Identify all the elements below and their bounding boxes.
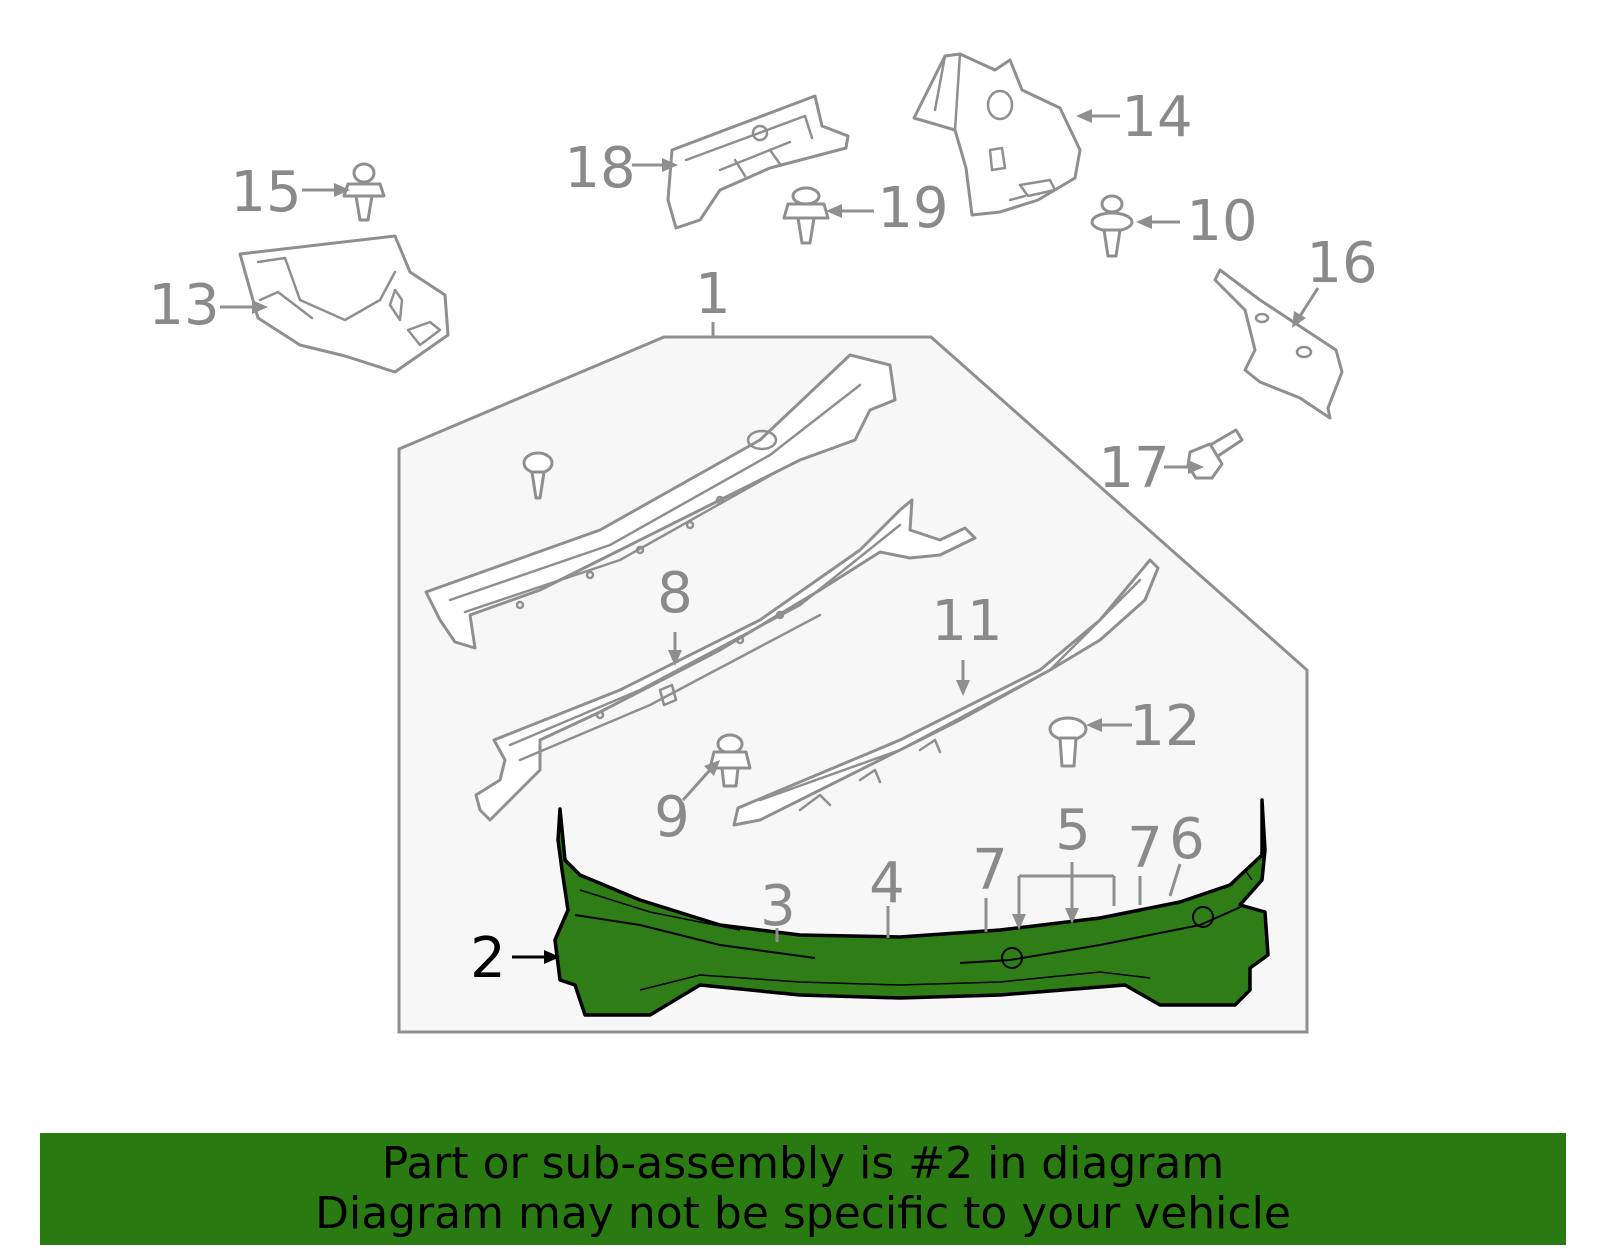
callout-3: 3: [760, 874, 796, 939]
callout-5: 5: [1055, 798, 1091, 863]
callout-7a: 7: [972, 838, 1008, 903]
part-12-clip: [1048, 716, 1088, 768]
callout-14: 14: [1121, 85, 1192, 150]
part-18-bracket: [666, 94, 850, 230]
callout-8: 8: [657, 561, 693, 626]
banner-line-disclaimer: Diagram may not be specific to your vehi…: [315, 1188, 1291, 1239]
callout-6: 6: [1169, 807, 1205, 872]
part-16-bracket: [1213, 268, 1344, 420]
part-14-bracket: [912, 52, 1082, 217]
part-17-bolt: [1186, 428, 1244, 480]
info-banner: Part or sub-assembly is #2 in diagram Di…: [40, 1133, 1566, 1245]
part-10-bolt: [1090, 194, 1134, 258]
callout-19: 19: [877, 176, 948, 241]
part-2-cowl-cover: [553, 798, 1270, 1017]
callout-15: 15: [230, 160, 301, 225]
callout-12: 12: [1129, 694, 1200, 759]
callout-10: 10: [1186, 189, 1257, 254]
part-8-cowl-panel: [474, 498, 977, 822]
part-11-cowl-panel: [732, 558, 1160, 827]
screw-part: [522, 451, 554, 500]
callout-11: 11: [931, 589, 1002, 654]
part-19-clip: [782, 186, 830, 245]
part-15-clip: [342, 162, 386, 222]
callout-13: 13: [148, 273, 219, 338]
part-13-bracket: [238, 234, 450, 374]
leaders: [220, 109, 1320, 964]
callout-17: 17: [1098, 436, 1169, 501]
callout-1: 1: [695, 262, 731, 327]
callout-2: 2: [470, 926, 506, 991]
callout-7b: 7: [1127, 816, 1163, 881]
cowl-top-panel: [424, 353, 897, 650]
banner-line-part-number: Part or sub-assembly is #2 in diagram: [381, 1138, 1225, 1189]
part-9-clip: [708, 733, 752, 788]
callout-9: 9: [654, 785, 690, 850]
assembly-outline: [397, 335, 1309, 1034]
callout-4: 4: [869, 851, 905, 916]
callout-18: 18: [564, 136, 635, 201]
callout-16: 16: [1306, 231, 1377, 296]
